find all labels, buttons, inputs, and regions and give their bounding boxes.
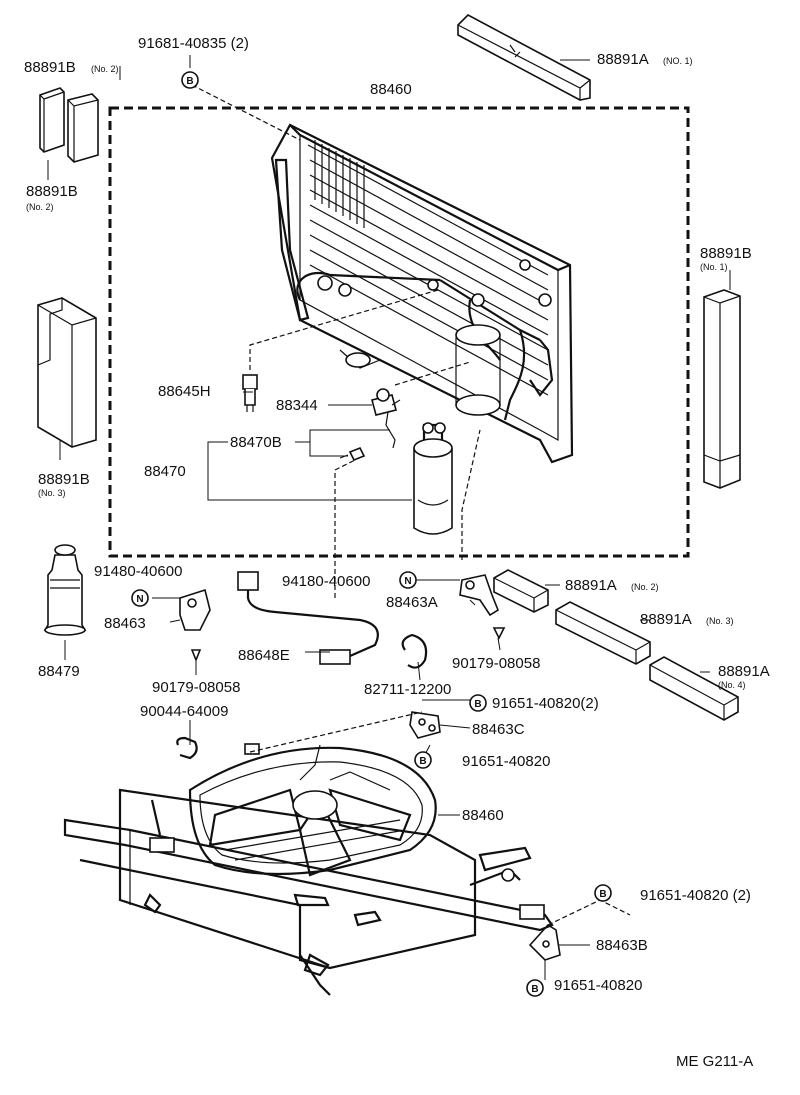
bracket-88463 bbox=[179, 588, 211, 631]
pad-88891A-no1 bbox=[457, 14, 591, 101]
label-90179-08058-left: 90179-08058 bbox=[152, 679, 240, 696]
nut-marker-right: N bbox=[399, 571, 417, 589]
label-88891A-no1-no: (NO. 1) bbox=[663, 56, 693, 66]
screw-88470B bbox=[348, 446, 366, 462]
bolt-90179-08058-left bbox=[190, 649, 202, 663]
clamp-82711-12200 bbox=[401, 633, 428, 669]
svg-text:N: N bbox=[136, 594, 143, 605]
pad-88891B-right bbox=[703, 289, 741, 489]
label-88463C: 88463C bbox=[472, 721, 525, 738]
label-88648E: 88648E bbox=[238, 647, 290, 664]
label-88891B-no3-no: (No. 3) bbox=[38, 488, 66, 498]
pad-88891B-top bbox=[39, 87, 99, 163]
svg-text:B: B bbox=[474, 699, 481, 710]
pressure-switch-88645H bbox=[242, 374, 258, 412]
svg-text:B: B bbox=[186, 76, 193, 87]
bolt-90179-08058-right bbox=[492, 627, 506, 640]
receiver-drier bbox=[413, 422, 453, 535]
bracket-88463C bbox=[409, 711, 441, 739]
pad-88891A-no3 bbox=[555, 601, 651, 665]
svg-text:B: B bbox=[599, 889, 606, 900]
label-82711-12200: 82711-12200 bbox=[364, 681, 451, 698]
label-88891A-no3-no: (No. 3) bbox=[706, 616, 734, 626]
pad-88891B-no3 bbox=[37, 297, 97, 448]
bolt-marker-88463B-top: B bbox=[594, 884, 612, 902]
bracket-88463A bbox=[459, 574, 499, 617]
label-88891A-no4: 88891A bbox=[718, 663, 770, 680]
label-88891B-left-no: (No. 2) bbox=[26, 202, 54, 212]
label-88470: 88470 bbox=[144, 463, 186, 480]
pad-88891A-no2 bbox=[493, 569, 549, 613]
label-88891B-left: 88891B bbox=[26, 183, 78, 200]
label-88344: 88344 bbox=[276, 397, 318, 414]
label-91651-40820-a: 91651-40820 bbox=[462, 753, 550, 770]
label-88891A-no1: 88891A bbox=[597, 51, 649, 68]
label-88891A-no3: 88891A bbox=[640, 611, 692, 628]
pressure-valve-88344 bbox=[371, 388, 401, 449]
label-88891B-right: 88891B bbox=[700, 245, 752, 262]
label-88891B-top-no: (No. 2) bbox=[91, 64, 119, 74]
clamp-90044-64009 bbox=[176, 736, 198, 760]
label-88891A-no4-no: (No. 4) bbox=[718, 680, 746, 690]
label-90179-08058-right: 90179-08058 bbox=[452, 655, 540, 672]
label-91651-40820-2a: 91651-40820(2) bbox=[492, 695, 599, 712]
fan-assembly bbox=[63, 743, 554, 996]
svg-text:N: N bbox=[404, 576, 411, 587]
label-88891A-no2-no: (No. 2) bbox=[631, 582, 659, 592]
svg-text:B: B bbox=[419, 756, 426, 767]
label-88891A-no2: 88891A bbox=[565, 577, 617, 594]
label-88891B-top: 88891B bbox=[24, 59, 76, 76]
label-91651-40820-b: 91651-40820 bbox=[554, 977, 642, 994]
bolt-marker-88463B-bottom: B bbox=[526, 979, 544, 997]
condenser bbox=[270, 123, 574, 464]
label-88891B-right-no: (No. 1) bbox=[700, 262, 728, 272]
boot-88479 bbox=[43, 544, 87, 636]
label-91651-40820-2b: 91651-40820 (2) bbox=[640, 887, 751, 904]
label-91681-40835: 91681-40835 (2) bbox=[138, 35, 249, 52]
bolt-marker-88463C-bottom: B bbox=[414, 751, 432, 769]
label-88470B: 88470B bbox=[230, 434, 282, 451]
bolt-marker-top: B bbox=[181, 71, 199, 89]
svg-text:B: B bbox=[531, 984, 538, 995]
label-88463A: 88463A bbox=[386, 594, 438, 611]
bolt-marker-88463C-top: B bbox=[469, 694, 487, 712]
label-91480-40600: 91480-40600 bbox=[94, 563, 182, 580]
pad-88891A-no4 bbox=[649, 656, 739, 721]
label-88460-top: 88460 bbox=[370, 81, 412, 98]
diagram-code: ME G211-A bbox=[676, 1053, 753, 1070]
label-88463: 88463 bbox=[104, 615, 146, 632]
label-88891B-no3: 88891B bbox=[38, 471, 90, 488]
cable-88648E bbox=[237, 571, 379, 665]
label-88645H: 88645H bbox=[158, 383, 211, 400]
assembly-boundary bbox=[108, 106, 690, 558]
label-88479: 88479 bbox=[38, 663, 80, 680]
label-88463B: 88463B bbox=[596, 937, 648, 954]
label-90044-64009: 90044-64009 bbox=[140, 703, 228, 720]
bracket-88463B bbox=[528, 923, 561, 961]
nut-marker-left: N bbox=[131, 589, 149, 607]
label-88460-fan: 88460 bbox=[462, 807, 504, 824]
label-94180-40600: 94180-40600 bbox=[282, 573, 370, 590]
